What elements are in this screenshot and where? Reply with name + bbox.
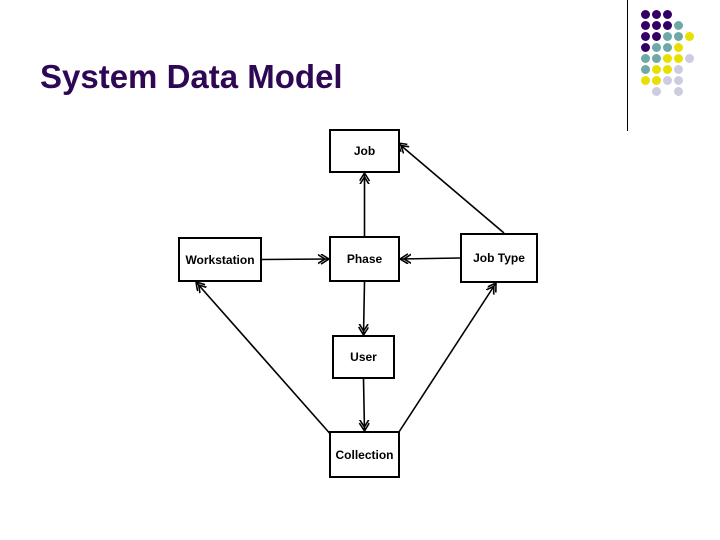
- deco-dot-purple: [652, 21, 661, 30]
- edge-jobtype-job: [398, 143, 505, 234]
- diagram-node-phase[interactable]: Phase: [329, 236, 400, 282]
- edge-user-collection: [364, 379, 365, 431]
- deco-dot-lavender: [663, 76, 672, 85]
- edge-collection-workstation: [196, 282, 333, 437]
- deco-dot-teal: [674, 32, 683, 41]
- deco-dot-teal: [641, 54, 650, 63]
- page-title: System Data Model: [40, 58, 343, 95]
- deco-dot-yellow: [674, 43, 683, 52]
- deco-dot-teal: [674, 21, 683, 30]
- deco-dot-purple: [641, 10, 650, 19]
- deco-dot-teal: [663, 32, 672, 41]
- diagram-node-job[interactable]: Job: [329, 129, 400, 173]
- deco-dot-yellow: [652, 76, 661, 85]
- deco-dot-lavender: [685, 54, 694, 63]
- deco-dot-teal: [663, 43, 672, 52]
- deco-dot-purple: [641, 32, 650, 41]
- vertical-rule-divider: [627, 0, 628, 131]
- deco-dot-teal: [652, 43, 661, 52]
- deco-dot-yellow: [652, 65, 661, 74]
- diagram-node-user[interactable]: User: [332, 335, 395, 379]
- diagram-node-label: Job: [353, 144, 376, 158]
- diagram-node-collection[interactable]: Collection: [329, 431, 400, 478]
- deco-dot-lavender: [674, 65, 683, 74]
- edge-collection-jobtype: [396, 283, 496, 436]
- deco-dot-lavender: [674, 76, 683, 85]
- deco-dot-purple: [652, 32, 661, 41]
- deco-dot-yellow: [663, 54, 672, 63]
- deco-dot-yellow: [663, 65, 672, 74]
- diagram-node-label: User: [350, 350, 377, 364]
- diagram-node-workstation[interactable]: Workstation: [178, 237, 262, 282]
- deco-dot-purple: [663, 21, 672, 30]
- diagram-node-label: Workstation: [185, 252, 255, 267]
- deco-dot-yellow: [685, 32, 694, 41]
- deco-dot-lavender: [674, 87, 683, 96]
- diagram-node-label: Job Type: [473, 251, 525, 265]
- deco-dot-purple: [663, 10, 672, 19]
- deco-dot-yellow: [674, 54, 683, 63]
- edge-workstation-phase: [262, 259, 329, 260]
- deco-dot-purple: [641, 21, 650, 30]
- deco-dot-lavender: [652, 87, 661, 96]
- deco-dot-teal: [641, 65, 650, 74]
- edge-phase-user: [364, 282, 365, 335]
- deco-dot-yellow: [641, 76, 650, 85]
- dot-grid-motif: [620, 0, 720, 140]
- deco-dot-purple: [652, 10, 661, 19]
- deco-dot-purple: [641, 43, 650, 52]
- diagram-node-label: Collection: [335, 447, 394, 462]
- diagram-node-label: Phase: [346, 252, 383, 266]
- diagram-node-jobtype[interactable]: Job Type: [460, 233, 538, 283]
- deco-dot-teal: [652, 54, 661, 63]
- edge-jobtype-phase: [400, 258, 461, 259]
